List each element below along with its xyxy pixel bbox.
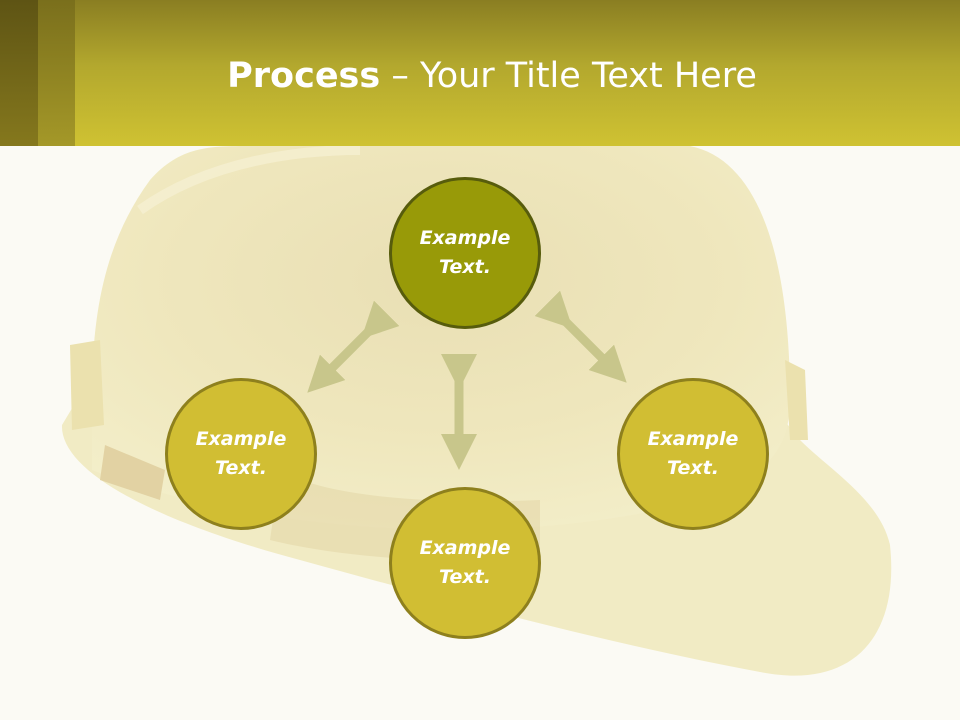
process-node-right[interactable]: Example Text. xyxy=(617,378,769,530)
node-label-line1: Example xyxy=(647,428,739,450)
node-label-line2: Text. xyxy=(439,566,491,588)
node-label-line2: Text. xyxy=(215,457,267,479)
process-node-left[interactable]: Example Text. xyxy=(165,378,317,530)
node-label-line1: Example xyxy=(419,227,511,249)
title-bar: Process – Your Title Text Here xyxy=(0,0,960,146)
arrow-top-right xyxy=(534,290,627,383)
node-label-line2: Text. xyxy=(667,457,719,479)
slide-title[interactable]: Process – Your Title Text Here xyxy=(0,54,960,98)
title-bold: Process xyxy=(227,56,381,96)
accent-stripe-light xyxy=(38,0,75,146)
node-label-line2: Text. xyxy=(439,256,491,278)
node-label-line1: Example xyxy=(419,537,511,559)
accent-stripe-dark xyxy=(0,0,38,146)
node-label-line1: Example xyxy=(195,428,287,450)
arrow-top-left xyxy=(307,300,400,393)
process-node-top[interactable]: Example Text. xyxy=(389,177,541,329)
process-node-bottom[interactable]: Example Text. xyxy=(389,487,541,639)
title-rest: – Your Title Text Here xyxy=(380,56,757,96)
